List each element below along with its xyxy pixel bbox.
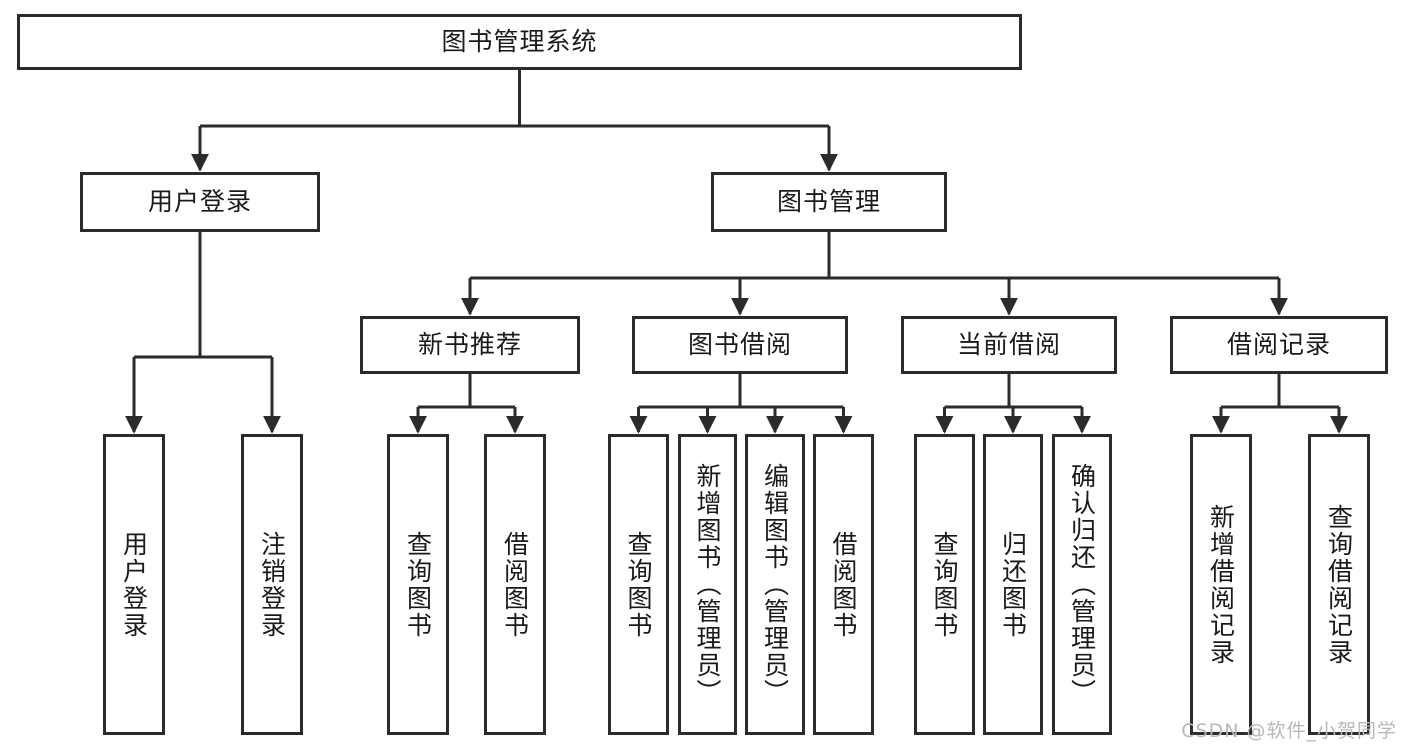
node-leaf-query-borrow-record[interactable]: 查询借阅记录 xyxy=(1308,434,1370,735)
node-leaf-user-login[interactable]: 用户登录 xyxy=(103,434,165,735)
watermark-label: CSDN @软件_小贺同学 xyxy=(1181,720,1397,742)
node-root[interactable]: 图书管理系统 xyxy=(17,14,1022,70)
node-book-management[interactable]: 图书管理 xyxy=(711,172,947,232)
node-label: 注销登录 xyxy=(257,530,287,639)
node-label: 借阅图书 xyxy=(500,530,530,639)
node-label: 借阅图书 xyxy=(829,530,858,639)
node-label: 查询图书 xyxy=(624,530,653,639)
node-leaf-add-borrow-record[interactable]: 新增借阅记录 xyxy=(1190,434,1252,735)
node-label: 编辑图书（管理员） xyxy=(760,463,790,706)
node-book-borrow[interactable]: 图书借阅 xyxy=(632,316,848,374)
node-leaf-borrow-book[interactable]: 借阅图书 xyxy=(813,434,874,735)
node-label: 图书借阅 xyxy=(687,330,792,360)
node-leaf-query-book-recommend[interactable]: 查询图书 xyxy=(387,434,449,735)
node-leaf-user-logout[interactable]: 注销登录 xyxy=(241,434,303,735)
node-label: 新增借阅记录 xyxy=(1206,503,1236,666)
node-label: 当前借阅 xyxy=(956,330,1061,360)
node-leaf-edit-book-admin[interactable]: 编辑图书（管理员） xyxy=(745,434,805,735)
node-label: 确认归还（管理员） xyxy=(1067,463,1097,706)
node-label: 图书管理 xyxy=(776,187,881,217)
node-label: 用户登录 xyxy=(119,530,149,639)
node-new-book-recommend[interactable]: 新书推荐 xyxy=(360,316,580,374)
node-leaf-add-book-admin[interactable]: 新增图书（管理员） xyxy=(678,434,737,735)
node-leaf-confirm-return-admin[interactable]: 确认归还（管理员） xyxy=(1052,434,1112,735)
node-current-borrow[interactable]: 当前借阅 xyxy=(901,316,1117,374)
node-user-login[interactable]: 用户登录 xyxy=(80,172,320,232)
node-leaf-query-book-borrow[interactable]: 查询图书 xyxy=(608,434,669,735)
node-borrow-record[interactable]: 借阅记录 xyxy=(1170,316,1388,374)
node-leaf-query-book-current[interactable]: 查询图书 xyxy=(914,434,975,735)
node-label: 新书推荐 xyxy=(417,330,522,360)
node-leaf-return-book[interactable]: 归还图书 xyxy=(983,434,1043,735)
node-label: 查询图书 xyxy=(403,530,433,639)
node-label: 归还图书 xyxy=(998,530,1028,639)
node-label: 查询借阅记录 xyxy=(1324,503,1354,666)
node-label: 查询图书 xyxy=(930,530,959,639)
node-label: 用户登录 xyxy=(147,187,252,217)
node-label: 借阅记录 xyxy=(1226,330,1331,360)
node-label: 图书管理系统 xyxy=(441,27,598,57)
node-leaf-borrow-book-recommend[interactable]: 借阅图书 xyxy=(484,434,546,735)
node-label: 新增图书（管理员） xyxy=(693,463,722,706)
